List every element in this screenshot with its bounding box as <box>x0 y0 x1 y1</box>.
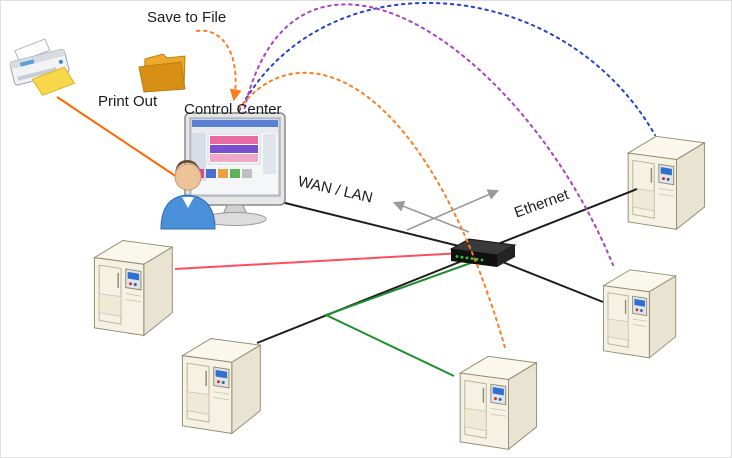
test-chamber-right-icon <box>602 269 677 359</box>
monitor-icon <box>184 112 286 226</box>
ethernet-link-right <box>484 254 604 303</box>
remote-curve-orange <box>230 71 507 352</box>
print-out-label: Print Out <box>98 93 158 110</box>
user-icon <box>160 160 216 230</box>
network-switch-icon <box>449 238 517 267</box>
save-to-file-label: Save to File <box>147 9 227 26</box>
test-chamber-bottom-center-icon <box>459 355 538 450</box>
green-link-bottom-center-chamber <box>323 259 480 377</box>
printer-icon <box>9 38 76 96</box>
control-center-label: Control Center <box>184 101 282 118</box>
test-chamber-top-right-icon <box>627 135 706 230</box>
print-out-line <box>56 96 190 186</box>
remote-curve-blue <box>238 1 656 136</box>
folder-icon <box>138 53 186 93</box>
red-link-left-chamber <box>174 251 482 270</box>
test-chamber-left-icon <box>93 239 174 337</box>
wan-lan-link <box>272 199 480 252</box>
traffic-arrow-left-icon <box>392 201 470 233</box>
save-to-file-curve <box>196 29 242 102</box>
ethernet-link-bottom-left <box>256 254 478 344</box>
remote-curve-purple <box>242 3 614 266</box>
test-chamber-bottom-left-icon <box>181 337 262 435</box>
ethernet-link-top-right <box>484 188 638 250</box>
